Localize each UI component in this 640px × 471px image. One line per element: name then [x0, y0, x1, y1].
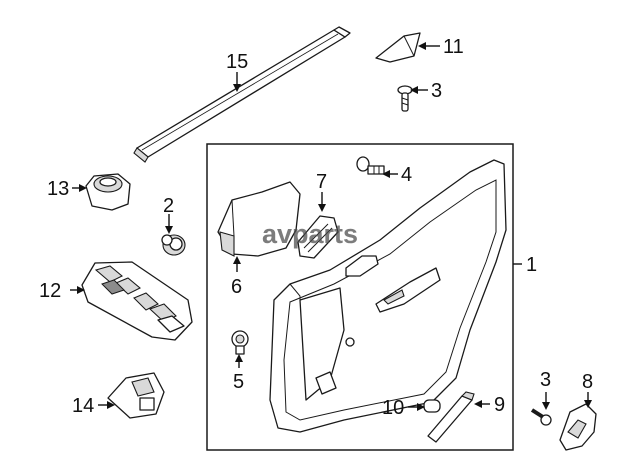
- part-5-clip: [231, 330, 249, 355]
- part-2-clip: [161, 234, 186, 256]
- part-6-bracket: [217, 181, 301, 257]
- part-12-window-switch: [81, 261, 193, 341]
- callout-14: 14: [72, 395, 94, 417]
- callout-11: 11: [443, 36, 464, 58]
- part-14-switch: [107, 372, 165, 419]
- callout-labels: 15 11 3 13 2 12 14 6 7 4 1 5 10 9 3 8: [39, 36, 593, 419]
- callout-12: 12: [39, 280, 61, 302]
- part-15-belt-weatherstrip: [133, 26, 351, 163]
- callout-15: 15: [226, 51, 248, 73]
- part-4-screw: [356, 156, 385, 175]
- callout-4: 4: [401, 164, 412, 186]
- part-9-reflector: [427, 391, 475, 443]
- callout-10: 10: [382, 397, 404, 419]
- callout-9: 9: [494, 394, 505, 416]
- part-7-grille: [297, 215, 339, 259]
- callout-1: 1: [526, 254, 537, 276]
- part-3-screw-bottom: [530, 408, 552, 426]
- callout-7: 7: [316, 171, 327, 193]
- part-11-trim-piece: [375, 32, 421, 63]
- part-13-mirror-switch: [85, 173, 131, 211]
- part-10-lamp-lens: [423, 399, 441, 413]
- callout-3-bottom: 3: [540, 369, 551, 391]
- callout-5: 5: [233, 371, 244, 393]
- part-1-door-trim-panel: [269, 159, 507, 433]
- callout-6: 6: [231, 276, 242, 298]
- callout-8: 8: [582, 371, 593, 393]
- callout-3-top: 3: [431, 80, 442, 102]
- leader-lines: [70, 42, 592, 411]
- watermark: avparts: [262, 219, 358, 249]
- part-8-end-cap: [559, 403, 597, 451]
- callout-2: 2: [163, 195, 174, 217]
- part-1-frame: [206, 143, 514, 451]
- part-3-screw-top: [397, 85, 413, 112]
- callout-13: 13: [47, 178, 69, 200]
